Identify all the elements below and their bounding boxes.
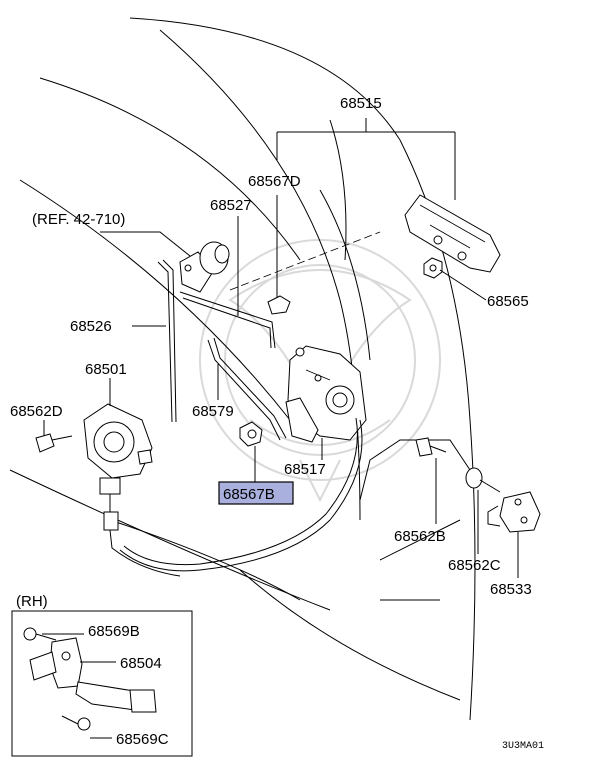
screw-part-68562C [465,467,501,493]
door-latch-part [285,345,367,443]
latch-cable [119,419,363,572]
rod-68526 [157,259,177,423]
latch-cable-2 [123,417,358,566]
label-68533[interactable]: 68533 [490,581,532,598]
rod-68579 [207,337,287,441]
label-68517[interactable]: 68517 [284,461,326,478]
figure-code: 3U3MA01 [502,741,544,752]
bolt-part-68569C [61,715,91,731]
door-body-outline [9,17,476,721]
label-68569C[interactable]: 68569C [116,731,169,748]
bolt-part-68569B [23,627,57,641]
clip-part-68567D [267,295,291,315]
label-68501[interactable]: 68501 [85,361,127,378]
rh-inset-frame [11,610,193,757]
label-68527[interactable]: 68527 [210,197,252,214]
nut-part [423,257,443,279]
door-check-part [29,637,157,713]
label-68569B[interactable]: 68569B [88,623,140,640]
section-label-rh: (RH) [16,593,48,610]
label-68562D[interactable]: 68562D [10,403,63,420]
screw-part-68562D [35,433,73,453]
striker-part [487,491,541,533]
label-68567B[interactable]: 68567B [223,486,275,503]
rod-68527 [179,291,276,349]
screw-part-68562B [415,437,447,457]
reference-dashed-line [229,231,381,291]
label-68562B[interactable]: 68562B [394,528,446,545]
label-68562C[interactable]: 68562C [448,557,501,574]
label-68567D[interactable]: 68567D [248,173,301,190]
clip-part-68567B [239,421,263,447]
actuator-connector [103,494,181,577]
lock-actuator-part [83,403,153,495]
label-68515[interactable]: 68515 [340,95,382,112]
key-cylinder-part [179,241,230,293]
leader-ref [100,231,191,257]
highlight-box-68567B [218,481,294,505]
leader-68565 [439,269,487,301]
label-68504[interactable]: 68504 [120,655,162,672]
label-68526[interactable]: 68526 [70,318,112,335]
ref-label: (REF. 42-710) [32,211,125,228]
outside-handle-part [404,194,501,273]
leader-68515 [276,118,456,200]
label-68579[interactable]: 68579 [192,403,234,420]
label-68565[interactable]: 68565 [487,293,529,310]
